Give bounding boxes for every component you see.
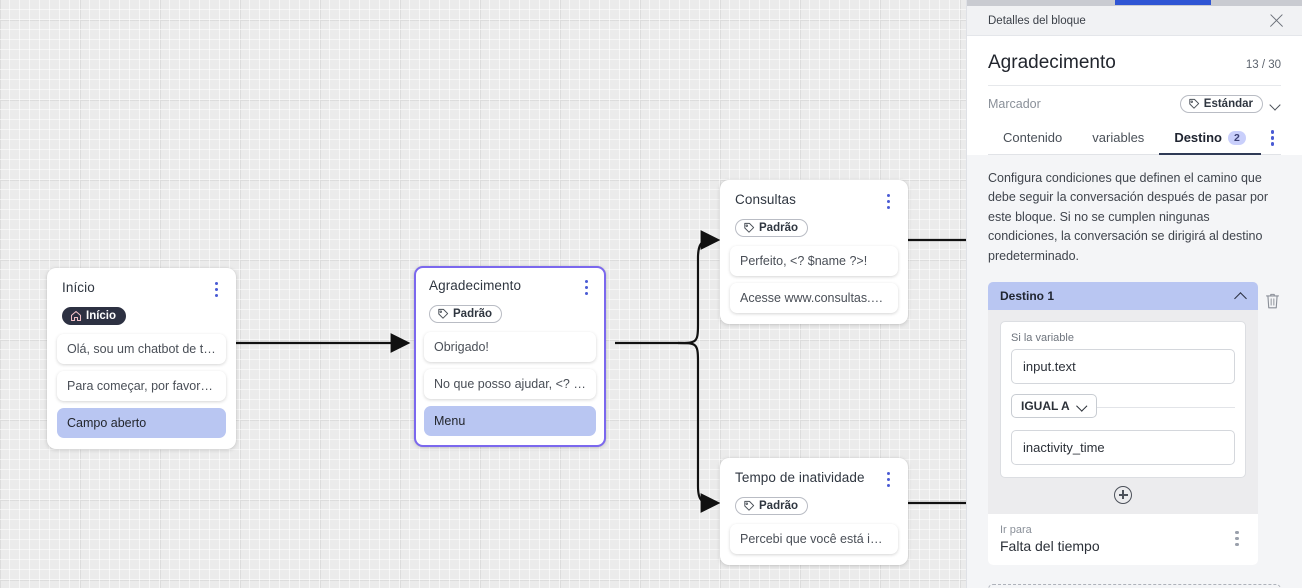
goto-menu-icon[interactable] [1226, 528, 1246, 550]
node-bubble[interactable]: Olá, sou um chatbot de teste! [57, 334, 226, 364]
condition-label: Si la variable [1011, 331, 1074, 344]
panel-header-body: Agradecimento 13 / 30 Marcador Estándar [967, 36, 1302, 155]
node-bubble[interactable]: Obrigado! [424, 332, 596, 362]
goto-card[interactable]: Ir para Falta del tiempo [988, 513, 1258, 565]
page-title: Agradecimento [988, 52, 1116, 73]
block-details-panel: Detalles del bloque Agradecimento 13 / 3… [966, 0, 1302, 588]
marcador-value-chip[interactable]: Estándar [1179, 95, 1263, 113]
tab-variables[interactable]: variables [1077, 122, 1159, 154]
flow-node-agradecimento[interactable]: Agradecimento Padrão Obrigado! No que po… [414, 266, 606, 447]
add-destination-button[interactable]: Agregar destino [988, 583, 1281, 588]
node-header: Início [57, 278, 226, 300]
node-bubble[interactable]: Percebi que você está inativo. C... [730, 524, 898, 554]
tab-count-badge: 2 [1227, 130, 1246, 145]
trash-icon[interactable] [1264, 291, 1281, 311]
scrollbar-thumb[interactable] [1115, 0, 1211, 5]
close-icon[interactable] [1268, 12, 1286, 30]
operator-label: IGUAL A [1021, 398, 1070, 413]
node-header: Tempo de inatividade [730, 468, 898, 490]
tab-label: Contenido [1003, 130, 1063, 145]
destination-header-label: Destino 1 [1000, 288, 1055, 303]
goto-label: Ir para [1000, 523, 1032, 536]
condition-box: Si la variable input.text IGUAL A inacti… [1000, 320, 1246, 478]
operator-select[interactable]: IGUAL A [1011, 393, 1097, 418]
operator-row: IGUAL A [1011, 393, 1235, 420]
node-badge-padrao[interactable]: Padrão [735, 219, 808, 237]
marcador-row: Marcador Estándar [988, 86, 1281, 122]
node-bubble[interactable]: No que posso ajudar, <? $name ... [424, 369, 596, 399]
node-badge-label: Início [86, 310, 117, 322]
plus-circle-icon [1114, 485, 1132, 504]
tag-icon [744, 222, 755, 233]
flow-node-inatividade[interactable]: Tempo de inatividade Padrão Percebi que … [720, 458, 908, 565]
add-condition-button[interactable] [988, 478, 1258, 514]
marcador-value-label: Estándar [1203, 98, 1253, 110]
node-header: Agradecimento [424, 276, 596, 298]
node-title: Consultas [735, 192, 796, 207]
compare-value-field[interactable]: inactivity_time [1011, 429, 1235, 465]
goto-value: Falta del tiempo [1000, 537, 1100, 554]
node-bubble[interactable]: Campo aberto [57, 408, 226, 438]
destination-header[interactable]: Destino 1 [988, 281, 1258, 310]
node-menu-icon[interactable] [576, 276, 596, 298]
flow-node-inicio[interactable]: Início Início Olá, sou um chatbot de tes… [47, 268, 236, 449]
tag-icon [1189, 98, 1199, 109]
chevron-down-icon [1077, 402, 1087, 409]
flow-node-consultas[interactable]: Consultas Padrão Perfeito, <? $name ?>! … [720, 180, 908, 324]
node-bubble[interactable]: Menu [424, 406, 596, 436]
node-title: Tempo de inatividade [735, 470, 865, 485]
panel-titlebar-label: Detalles del bloque [988, 14, 1086, 27]
marcador-control: Estándar [1179, 95, 1281, 113]
chevron-down-icon[interactable] [1270, 101, 1281, 108]
char-counter: 13 / 30 [1245, 59, 1281, 71]
node-menu-icon[interactable] [206, 278, 226, 300]
panel-content: Configura condiciones que definen el cam… [967, 155, 1302, 588]
divider [1011, 406, 1235, 408]
destination-block: Destino 1 Si la variable input.text IGUA… [988, 281, 1281, 565]
node-menu-icon[interactable] [878, 190, 898, 212]
node-badge-label: Padrão [453, 308, 492, 320]
marcador-label: Marcador [988, 97, 1041, 111]
tab-destino[interactable]: Destino 2 [1159, 122, 1261, 155]
tag-icon [744, 500, 755, 511]
goto-text: Ir para Falta del tiempo [1000, 524, 1100, 554]
variable-field[interactable]: input.text [1011, 348, 1235, 384]
destino-help-text: Configura condiciones que definen el cam… [988, 171, 1269, 263]
panel-overflow-icon[interactable] [1261, 125, 1281, 151]
node-menu-icon[interactable] [878, 468, 898, 490]
destination-card: Destino 1 Si la variable input.text IGUA… [988, 281, 1258, 565]
flow-canvas[interactable]: Início Início Olá, sou um chatbot de tes… [0, 0, 966, 588]
node-title: Início [62, 280, 95, 295]
node-bubble[interactable]: Perfeito, <? $name ?>! [730, 246, 898, 276]
node-bubble[interactable]: Para começar, por favor digite o ... [57, 371, 226, 401]
panel-tabs: Contenido variables Destino 2 [988, 122, 1281, 155]
node-bubble[interactable]: Acesse www.consultas.com par... [730, 283, 898, 313]
flow-edges [236, 230, 966, 513]
node-badge-inicio[interactable]: Início [62, 307, 127, 325]
node-badge-label: Padrão [759, 500, 798, 512]
tag-icon [438, 308, 449, 319]
node-badge-padrao[interactable]: Padrão [735, 497, 808, 515]
tab-contenido[interactable]: Contenido [988, 122, 1077, 154]
node-title: Agradecimento [429, 278, 522, 293]
horizontal-scrollbar[interactable] [967, 0, 1302, 6]
tab-label: variables [1092, 130, 1145, 145]
tab-label: Destino [1174, 130, 1222, 145]
node-header: Consultas [730, 190, 898, 212]
node-badge-label: Padrão [759, 222, 798, 234]
home-icon [70, 310, 82, 322]
node-badge-padrao[interactable]: Padrão [429, 305, 502, 323]
block-title-row: Agradecimento 13 / 30 [988, 36, 1281, 86]
chevron-up-icon[interactable] [1234, 292, 1246, 300]
panel-titlebar: Detalles del bloque [967, 6, 1302, 36]
